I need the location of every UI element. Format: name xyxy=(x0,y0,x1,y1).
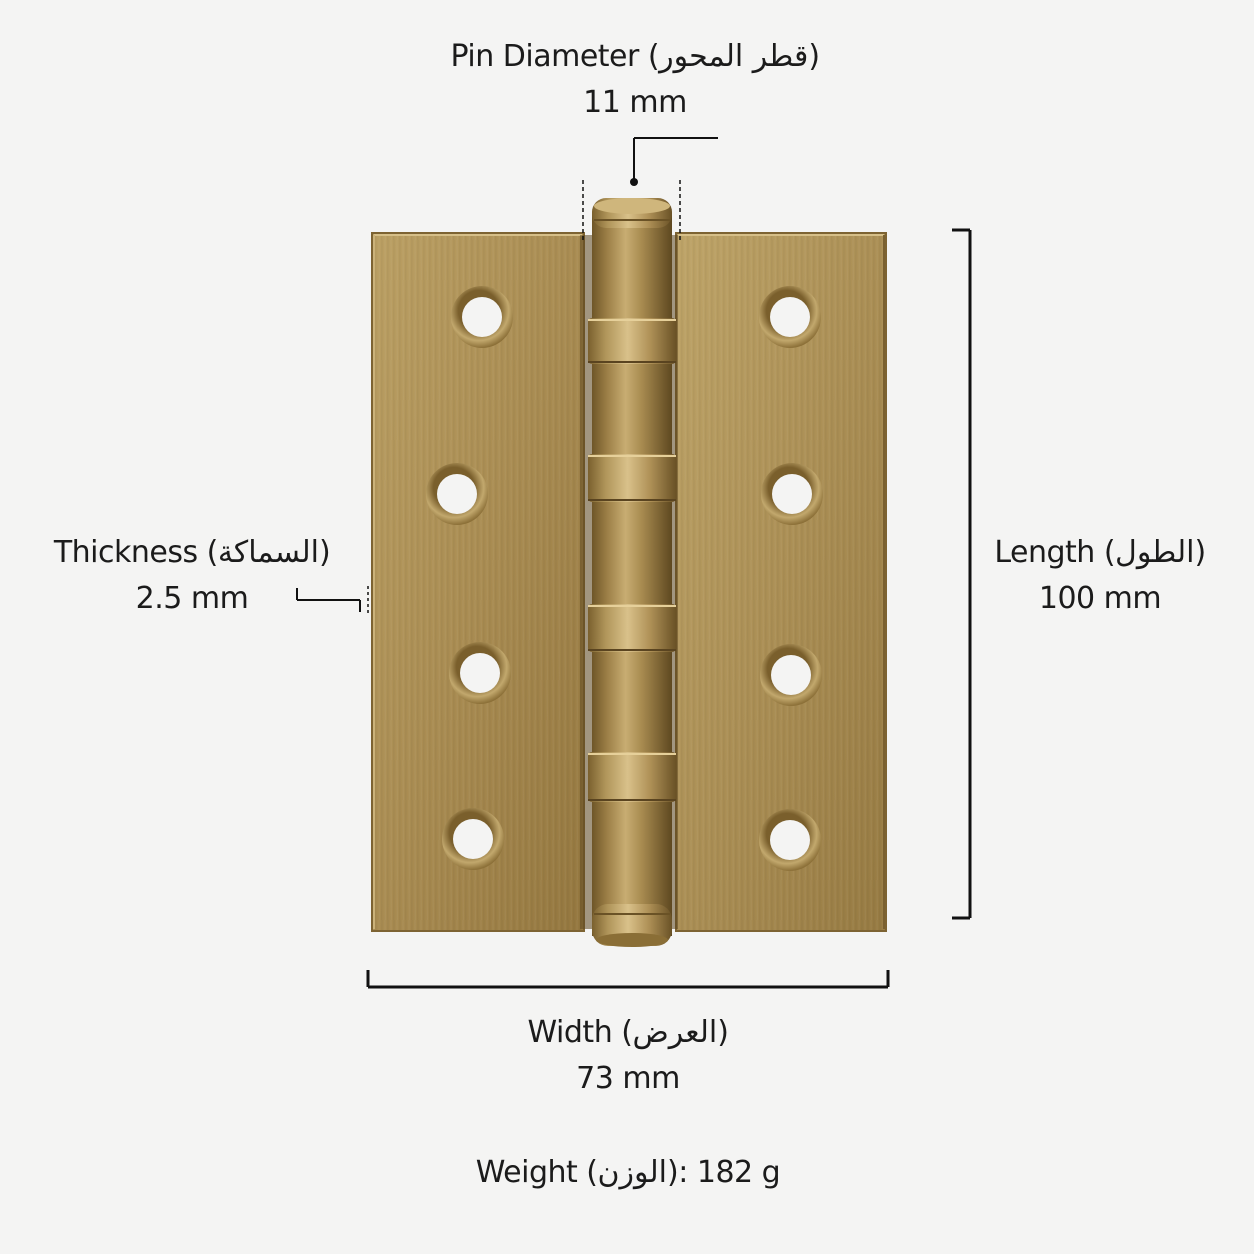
screw-hole xyxy=(760,644,822,706)
weight-text: Weight (الوزن): 182 g xyxy=(475,1155,781,1190)
knuckle-ring xyxy=(588,318,676,364)
thickness-label: Thickness (السماكة) 2.5 mm xyxy=(42,530,342,622)
width-bracket xyxy=(366,970,890,989)
thickness-value: 2.5 mm xyxy=(135,581,249,616)
screw-hole xyxy=(761,463,823,525)
knuckle-ring xyxy=(588,604,676,652)
screw-hole xyxy=(759,809,821,871)
screw-hole xyxy=(449,642,511,704)
length-label: Length (الطول) 100 mm xyxy=(980,530,1220,622)
knuckle-ring xyxy=(588,752,676,802)
screw-hole xyxy=(451,286,513,348)
knuckle-bottom-cap xyxy=(592,904,672,947)
pin-diameter-value: 11 mm xyxy=(583,85,687,120)
width-label: Width (العرض) 73 mm xyxy=(478,1010,778,1102)
length-title: Length (الطول) xyxy=(994,535,1206,570)
weight-label: Weight (الوزن): 182 g xyxy=(428,1150,828,1196)
knuckle-top-cap xyxy=(592,198,672,228)
pin-diameter-leader xyxy=(582,137,718,240)
pin-diameter-title: Pin Diameter (قطر المحور) xyxy=(450,39,820,74)
knuckle-ring xyxy=(588,454,676,502)
width-title: Width (العرض) xyxy=(527,1015,729,1050)
width-value: 73 mm xyxy=(576,1061,680,1096)
pin-diameter-label: Pin Diameter (قطر المحور) 11 mm xyxy=(435,34,835,126)
thickness-leader xyxy=(296,586,369,614)
hinge-knuckle xyxy=(580,198,678,947)
screw-hole xyxy=(759,286,821,348)
screw-holes-left xyxy=(426,286,513,870)
screw-holes-right xyxy=(759,286,823,871)
screw-hole xyxy=(426,463,488,525)
thickness-title: Thickness (السماكة) xyxy=(53,535,331,570)
hinge-leaf-left xyxy=(371,232,585,932)
screw-hole xyxy=(442,808,504,870)
length-value: 100 mm xyxy=(1038,581,1162,616)
length-bracket xyxy=(952,228,972,920)
